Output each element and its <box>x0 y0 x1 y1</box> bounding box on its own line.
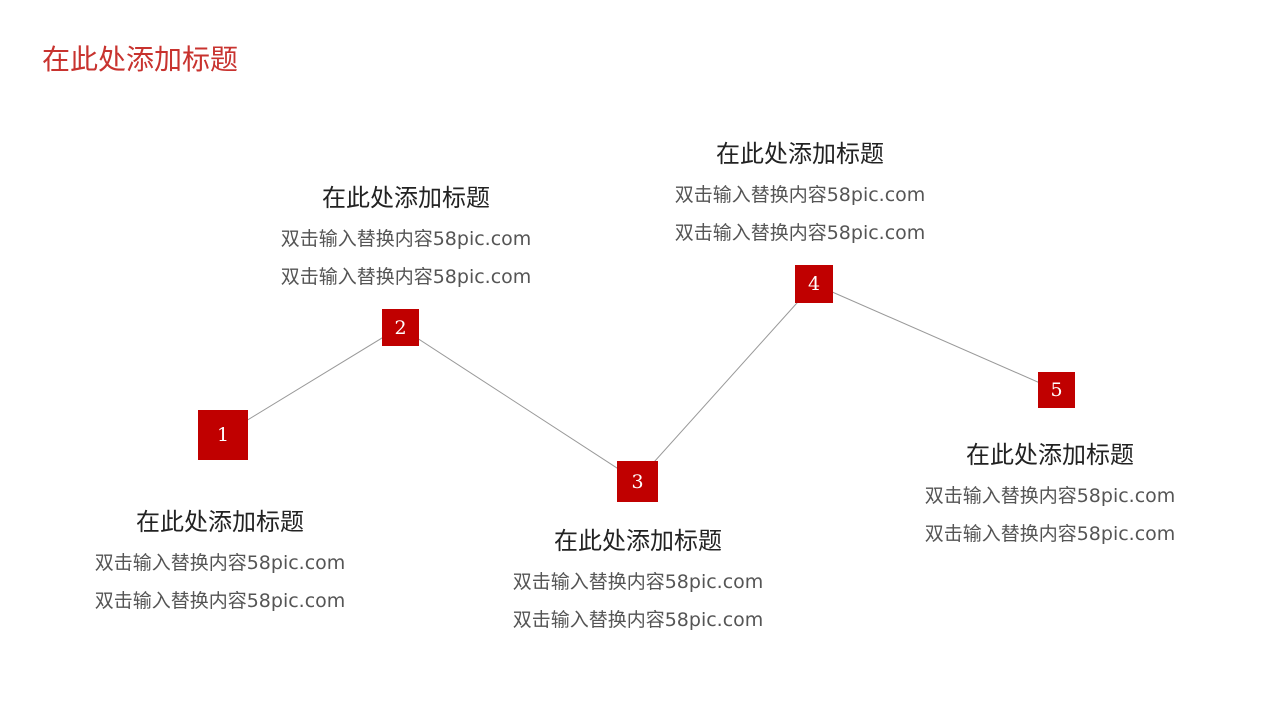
step-marker-3: 3 <box>617 461 658 502</box>
step-desc: 双击输入替换内容58pic.com <box>94 590 346 612</box>
step-title: 在此处添加标题 <box>554 527 722 555</box>
step-title: 在此处添加标题 <box>966 441 1134 469</box>
step-desc: 双击输入替换内容58pic.com <box>674 184 926 206</box>
step-text-3: 在此处添加标题 双击输入替换内容58pic.com 双击输入替换内容58pic.… <box>478 519 798 639</box>
step-text-5: 在此处添加标题 双击输入替换内容58pic.com 双击输入替换内容58pic.… <box>890 433 1210 553</box>
step-desc: 双击输入替换内容58pic.com <box>280 266 532 288</box>
step-title: 在此处添加标题 <box>716 140 884 168</box>
step-title: 在此处添加标题 <box>322 184 490 212</box>
step-desc: 双击输入替换内容58pic.com <box>280 228 532 250</box>
step-marker-1: 1 <box>198 410 248 460</box>
step-text-4: 在此处添加标题 双击输入替换内容58pic.com 双击输入替换内容58pic.… <box>640 132 960 252</box>
step-desc: 双击输入替换内容58pic.com <box>512 571 764 593</box>
slide-title: 在此处添加标题 <box>42 43 239 76</box>
step-desc: 双击输入替换内容58pic.com <box>924 485 1176 507</box>
step-marker-2: 2 <box>382 309 419 346</box>
step-marker-5: 5 <box>1038 372 1075 408</box>
step-text-2: 在此处添加标题 双击输入替换内容58pic.com 双击输入替换内容58pic.… <box>246 176 566 296</box>
step-desc: 双击输入替换内容58pic.com <box>94 552 346 574</box>
step-desc: 双击输入替换内容58pic.com <box>512 609 764 631</box>
step-text-1: 在此处添加标题 双击输入替换内容58pic.com 双击输入替换内容58pic.… <box>60 500 380 620</box>
step-desc: 双击输入替换内容58pic.com <box>924 523 1176 545</box>
step-desc: 双击输入替换内容58pic.com <box>674 222 926 244</box>
step-marker-4: 4 <box>795 265 833 303</box>
step-title: 在此处添加标题 <box>136 508 304 536</box>
